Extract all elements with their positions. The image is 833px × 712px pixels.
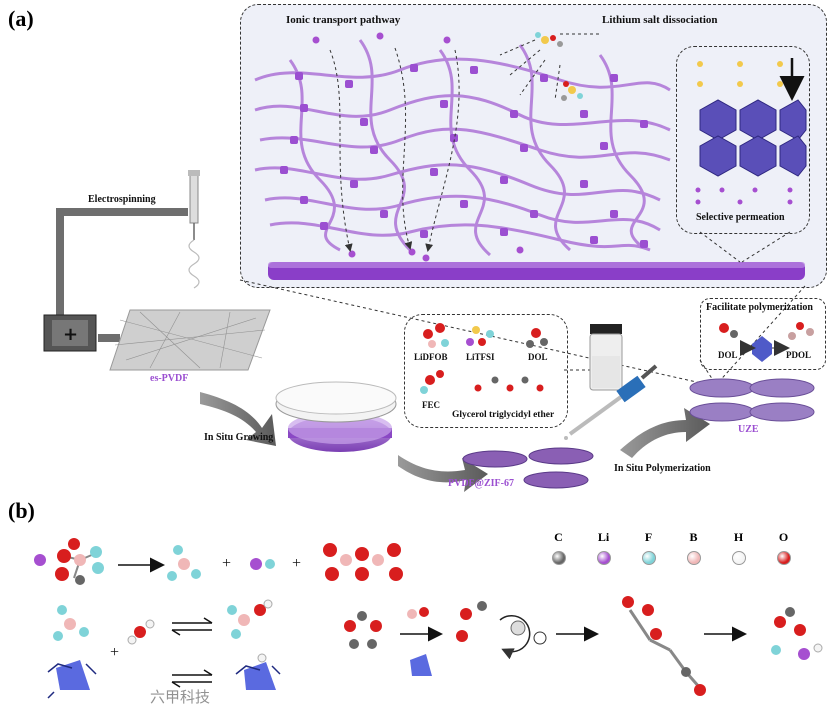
vial [589,324,623,391]
panel-b-letter: (b) [8,498,35,523]
petri-dish [275,381,397,452]
arrow-growing [200,392,276,446]
label-facilitate: Facilitate polymerization [706,302,813,313]
legend-symbol: C [554,530,563,544]
legend-item-h: H [716,530,761,565]
legend-atom-swatch [686,551,701,565]
legend-symbol: B [689,530,698,544]
legend-symbol: H [733,530,744,544]
label-ionic-transport: Ionic transport pathway [286,14,401,26]
lidfob-molecule [34,538,104,585]
zif-crystals [699,99,807,177]
legend-atom-swatch [731,551,746,565]
product-molecule [771,607,823,660]
arrow-to-zif [398,455,488,492]
label-pvdf-zif: PVDF@ZIF-67 [448,478,514,489]
ion-pathways [329,39,561,252]
ring-opening-intermediate [456,601,547,660]
salt-molecules [535,32,583,101]
molecule-icons [420,323,548,394]
label-fec: FEC [422,400,440,410]
lif-molecule [250,558,275,570]
label-lithium-salt: Lithium salt dissociation [602,14,718,26]
equilibrium-2 [171,669,213,688]
legend-symbol: F [644,530,653,544]
svg-text:+: + [63,324,78,345]
es-pvdf-mat [109,309,271,371]
label-litfsi: LiTFSI [466,352,495,362]
polymer-beads [280,64,648,248]
legend-item-li: Li [581,530,626,565]
label-uze: UZE [738,424,759,435]
label-dol: DOL [528,352,548,362]
oxalate-dimer [323,543,403,581]
bf3-molecule-2 [53,605,89,641]
arrow-polymerization [620,408,710,458]
label-pdol: PDOL [786,350,812,360]
reactant-pair [407,607,432,676]
legend-atom-swatch [641,551,656,565]
legend-atom-swatch [776,551,791,565]
uze-discs [689,378,815,422]
plus-sign-3: + [110,644,120,661]
legend-symbol: Li [597,530,610,544]
label-in-situ-polymerization: In Situ Polymerization [614,463,711,474]
zif-layer [268,262,805,280]
label-selective-permeation: Selective permeation [696,212,785,223]
zif-discs [462,447,594,489]
facilitate-icons [719,322,814,362]
label-electrospinning: Electrospinning [88,194,156,205]
label-dol-small: DOL [718,350,738,360]
label-glycerol: Glycerol triglycidyl ether [452,410,555,420]
water-molecule [127,619,155,645]
panel-a-letter: (a) [8,6,34,31]
element-legend: C Li F B H O [536,530,826,570]
li-ions [312,32,524,262]
zif-fragment-2 [235,653,281,690]
plus-sign-1: + [222,555,232,572]
plus-sign-2: + [292,555,302,572]
label-es-pvdf: es-PVDF [150,373,189,384]
polymer-chains [254,39,671,257]
bf3-molecule [167,545,201,581]
legend-item-o: O [761,530,806,565]
legend-item-c: C [536,530,581,565]
legend-atom-swatch [596,551,611,565]
watermark: 六甲科技 [150,688,211,706]
chain-molecule [622,596,706,696]
legend-item-f: F [626,530,671,565]
zif-fragment-1 [47,660,97,699]
label-lidfob: LiDFOB [414,352,448,362]
dol-molecule [344,611,382,649]
legend-symbol: O [778,530,789,544]
crystal-salts [697,61,783,87]
legend-item-b: B [671,530,716,565]
pipette [564,364,658,440]
legend-atom-swatch [551,551,566,565]
bf3-water-adduct [227,599,273,639]
equilibrium-1 [171,617,213,636]
electrospinning-apparatus: + [43,170,200,352]
label-in-situ-growing: In Situ Growing [204,432,274,443]
